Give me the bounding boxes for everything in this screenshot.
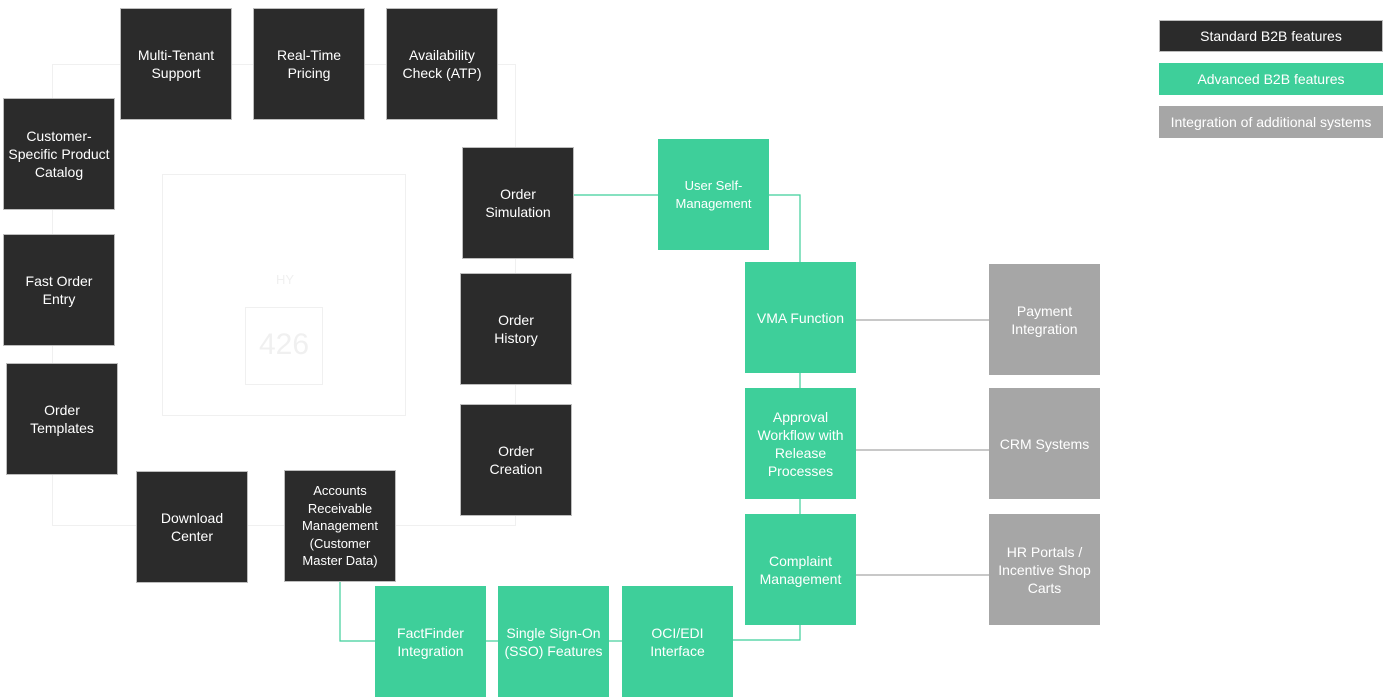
background-inner-frame (162, 174, 406, 416)
node-real-time-pricing: Real-Time Pricing (253, 8, 365, 120)
node-vma-function: VMA Function (745, 262, 856, 373)
node-fast-order-entry: Fast Order Entry (3, 234, 115, 346)
node-accounts-receivable-management: Accounts Receivable Management (Customer… (284, 470, 396, 582)
watermark-label: HY (275, 272, 295, 287)
node-label: Approval Workflow with Release Processes (757, 408, 844, 479)
node-label: HR Portals / Incentive Shop Carts (998, 543, 1091, 596)
connector-user-self-management-to-vma (768, 194, 801, 262)
node-customer-specific-catalog: Customer- Specific Product Catalog (3, 98, 115, 210)
node-label: OCI/EDI Interface (650, 624, 705, 659)
node-oci-edi-interface: OCI/EDI Interface (622, 586, 733, 697)
node-download-center: Download Center (136, 471, 248, 583)
legend-advanced-features: Advanced B2B features (1159, 63, 1383, 95)
connector-complaint-to-oci-edi (732, 624, 801, 641)
node-label: Fast Order Entry (25, 273, 93, 307)
legend-integration-systems: Integration of additional systems (1159, 106, 1383, 138)
legend-standard-features: Standard B2B features (1159, 20, 1383, 52)
node-label: Order Creation (489, 443, 543, 477)
node-label: Download Center (160, 510, 224, 544)
node-label: Real-Time Pricing (276, 47, 342, 81)
node-availability-check: Availability Check (ATP) (386, 8, 498, 120)
node-order-creation: Order Creation (460, 404, 572, 516)
node-user-self-management: User Self- Management (658, 139, 769, 250)
node-order-history: Order History (460, 273, 572, 385)
node-order-templates: Order Templates (6, 363, 118, 475)
connector-accounts-receivable-to-factfinder (339, 581, 375, 642)
node-label: Availability Check (ATP) (402, 47, 482, 81)
legend-label: Standard B2B features (1200, 28, 1342, 44)
node-label: Complaint Management (759, 552, 842, 587)
node-label: VMA Function (756, 309, 845, 326)
legend-label: Advanced B2B features (1197, 71, 1345, 87)
node-label: FactFinder Integration (397, 624, 464, 659)
node-factfinder-integration: FactFinder Integration (375, 586, 486, 697)
node-label: User Self- Management (675, 177, 752, 211)
node-payment-integration: Payment Integration (989, 264, 1100, 375)
node-label: Accounts Receivable Management (Customer… (302, 483, 378, 569)
node-order-simulation: Order Simulation (462, 147, 574, 259)
node-approval-workflow: Approval Workflow with Release Processes (745, 388, 856, 499)
node-single-sign-on: Single Sign-On (SSO) Features (498, 586, 609, 697)
node-label: Multi-Tenant Support (137, 47, 215, 81)
node-label: Order History (494, 312, 538, 346)
legend-label: Integration of additional systems (1170, 114, 1372, 130)
node-hr-portals: HR Portals / Incentive Shop Carts (989, 514, 1100, 625)
watermark-number: 426 (258, 328, 310, 361)
node-label: Customer- Specific Product Catalog (8, 128, 110, 180)
node-label: Order Simulation (485, 186, 551, 220)
node-crm-systems: CRM Systems (989, 388, 1100, 499)
node-label: Payment Integration (1011, 302, 1078, 337)
node-label: CRM Systems (999, 435, 1090, 452)
node-complaint-management: Complaint Management (745, 514, 856, 625)
node-multi-tenant-support: Multi-Tenant Support (120, 8, 232, 120)
node-label: Single Sign-On (SSO) Features (504, 624, 603, 659)
node-label: Order Templates (30, 402, 94, 436)
watermark-box (245, 307, 323, 385)
